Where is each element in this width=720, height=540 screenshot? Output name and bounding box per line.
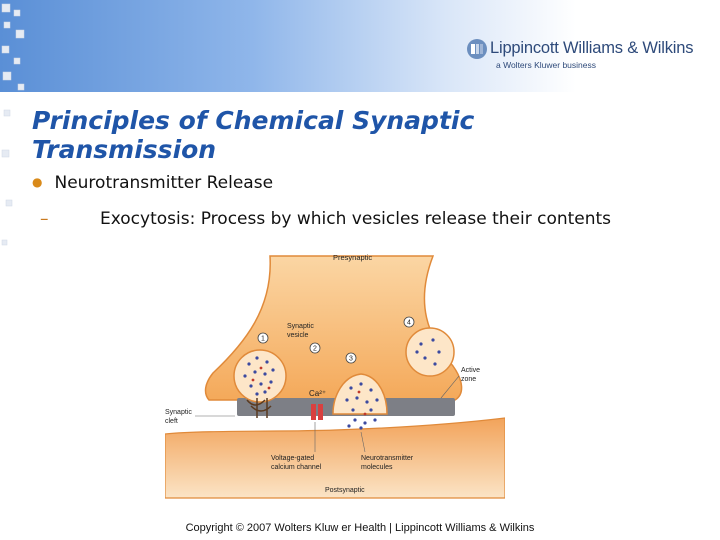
fusing-vesicle [332, 373, 388, 415]
channel-label-2: calcium channel [271, 464, 322, 471]
bullet-marker-icon: ● [32, 175, 43, 189]
synapse-figure: Ca²⁺ 1 2 3 4 Presynaptic Synaptic vesicl… [165, 253, 505, 499]
publisher-logo: Lippincott Williams & Wilkins a Wolters … [466, 38, 706, 78]
step-4-label: 4 [407, 320, 411, 327]
step-markers: 1 2 3 4 [257, 316, 415, 364]
bullet-item: ● Neurotransmitter Release [32, 173, 273, 193]
step-3-label: 3 [349, 356, 353, 363]
header-band [0, 0, 720, 92]
bullet-text: Neurotransmitter Release [54, 173, 274, 193]
calcium-channel [311, 404, 323, 420]
presynaptic-label: Presynaptic [333, 253, 372, 262]
snare-complex [246, 398, 272, 418]
leader-lines [195, 375, 460, 453]
neurotransmitter-label-2: molecules [361, 464, 393, 471]
synaptic-vesicle-label-1: Synaptic [287, 323, 314, 330]
postsynaptic-cell [165, 417, 505, 499]
step-1-label: 1 [261, 336, 265, 343]
step-2-label: 2 [313, 346, 317, 353]
calcium-dots [251, 366, 367, 416]
channel-label-1: Voltage-gated [271, 455, 314, 462]
synaptic-cleft-label-1: Synaptic [165, 409, 192, 416]
synaptic-vesicle-label-2: vesicle [287, 332, 309, 339]
sub-bullet-marker-icon: – [40, 209, 49, 229]
active-zone-label-2: zone [461, 376, 476, 383]
neurotransmitter-label-1: Neurotransmitter [361, 455, 414, 462]
logo-mark-icon [467, 39, 487, 59]
publisher-name: Lippincott Williams & Wilkins [490, 39, 694, 57]
synaptic-vesicle-1 [233, 349, 287, 403]
active-zone-label-1: Active [461, 367, 480, 374]
neurotransmitter-dots [243, 338, 441, 430]
calcium-label: Ca²⁺ [309, 389, 326, 398]
decorative-squares [1, 3, 25, 246]
synaptic-cleft-label-2: cleft [165, 418, 178, 425]
postsynaptic-label: Postsynaptic [325, 487, 365, 494]
publisher-tagline: a Wolters Kluwer business [496, 60, 596, 70]
slide-title: Principles of Chemical Synaptic Transmis… [32, 106, 475, 164]
copyright-footer: Copyright © 2007 Wolters Kluw er Health … [185, 522, 535, 534]
sub-bullet-text: Exocytosis: Process by which vesicles re… [100, 209, 612, 229]
synaptic-vesicle-4 [405, 327, 455, 377]
